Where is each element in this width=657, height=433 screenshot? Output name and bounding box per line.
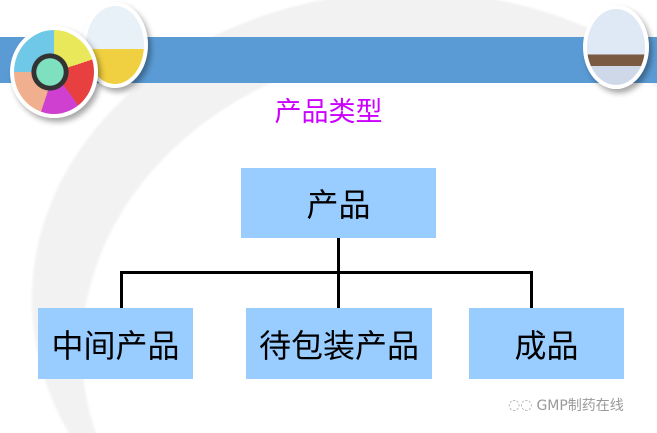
node-intermediate: 中间产品 [38, 308, 193, 379]
node-to-be-packaged: 待包装产品 [246, 308, 432, 379]
watermark: ◌◌ GMP制药在线 [508, 395, 624, 415]
node-finished: 成品 [469, 308, 624, 379]
connector-horizontal [120, 271, 533, 274]
connector-right [530, 271, 533, 308]
watermark-text: GMP制药在线 [536, 398, 624, 414]
pills-photo-circle [10, 26, 98, 118]
medicine-box-photo-circle [583, 5, 649, 89]
connector-left [120, 271, 123, 308]
node-root: 产品 [241, 168, 436, 238]
slide-title: 产品类型 [274, 97, 383, 128]
wechat-icon: ◌◌ [508, 397, 533, 413]
